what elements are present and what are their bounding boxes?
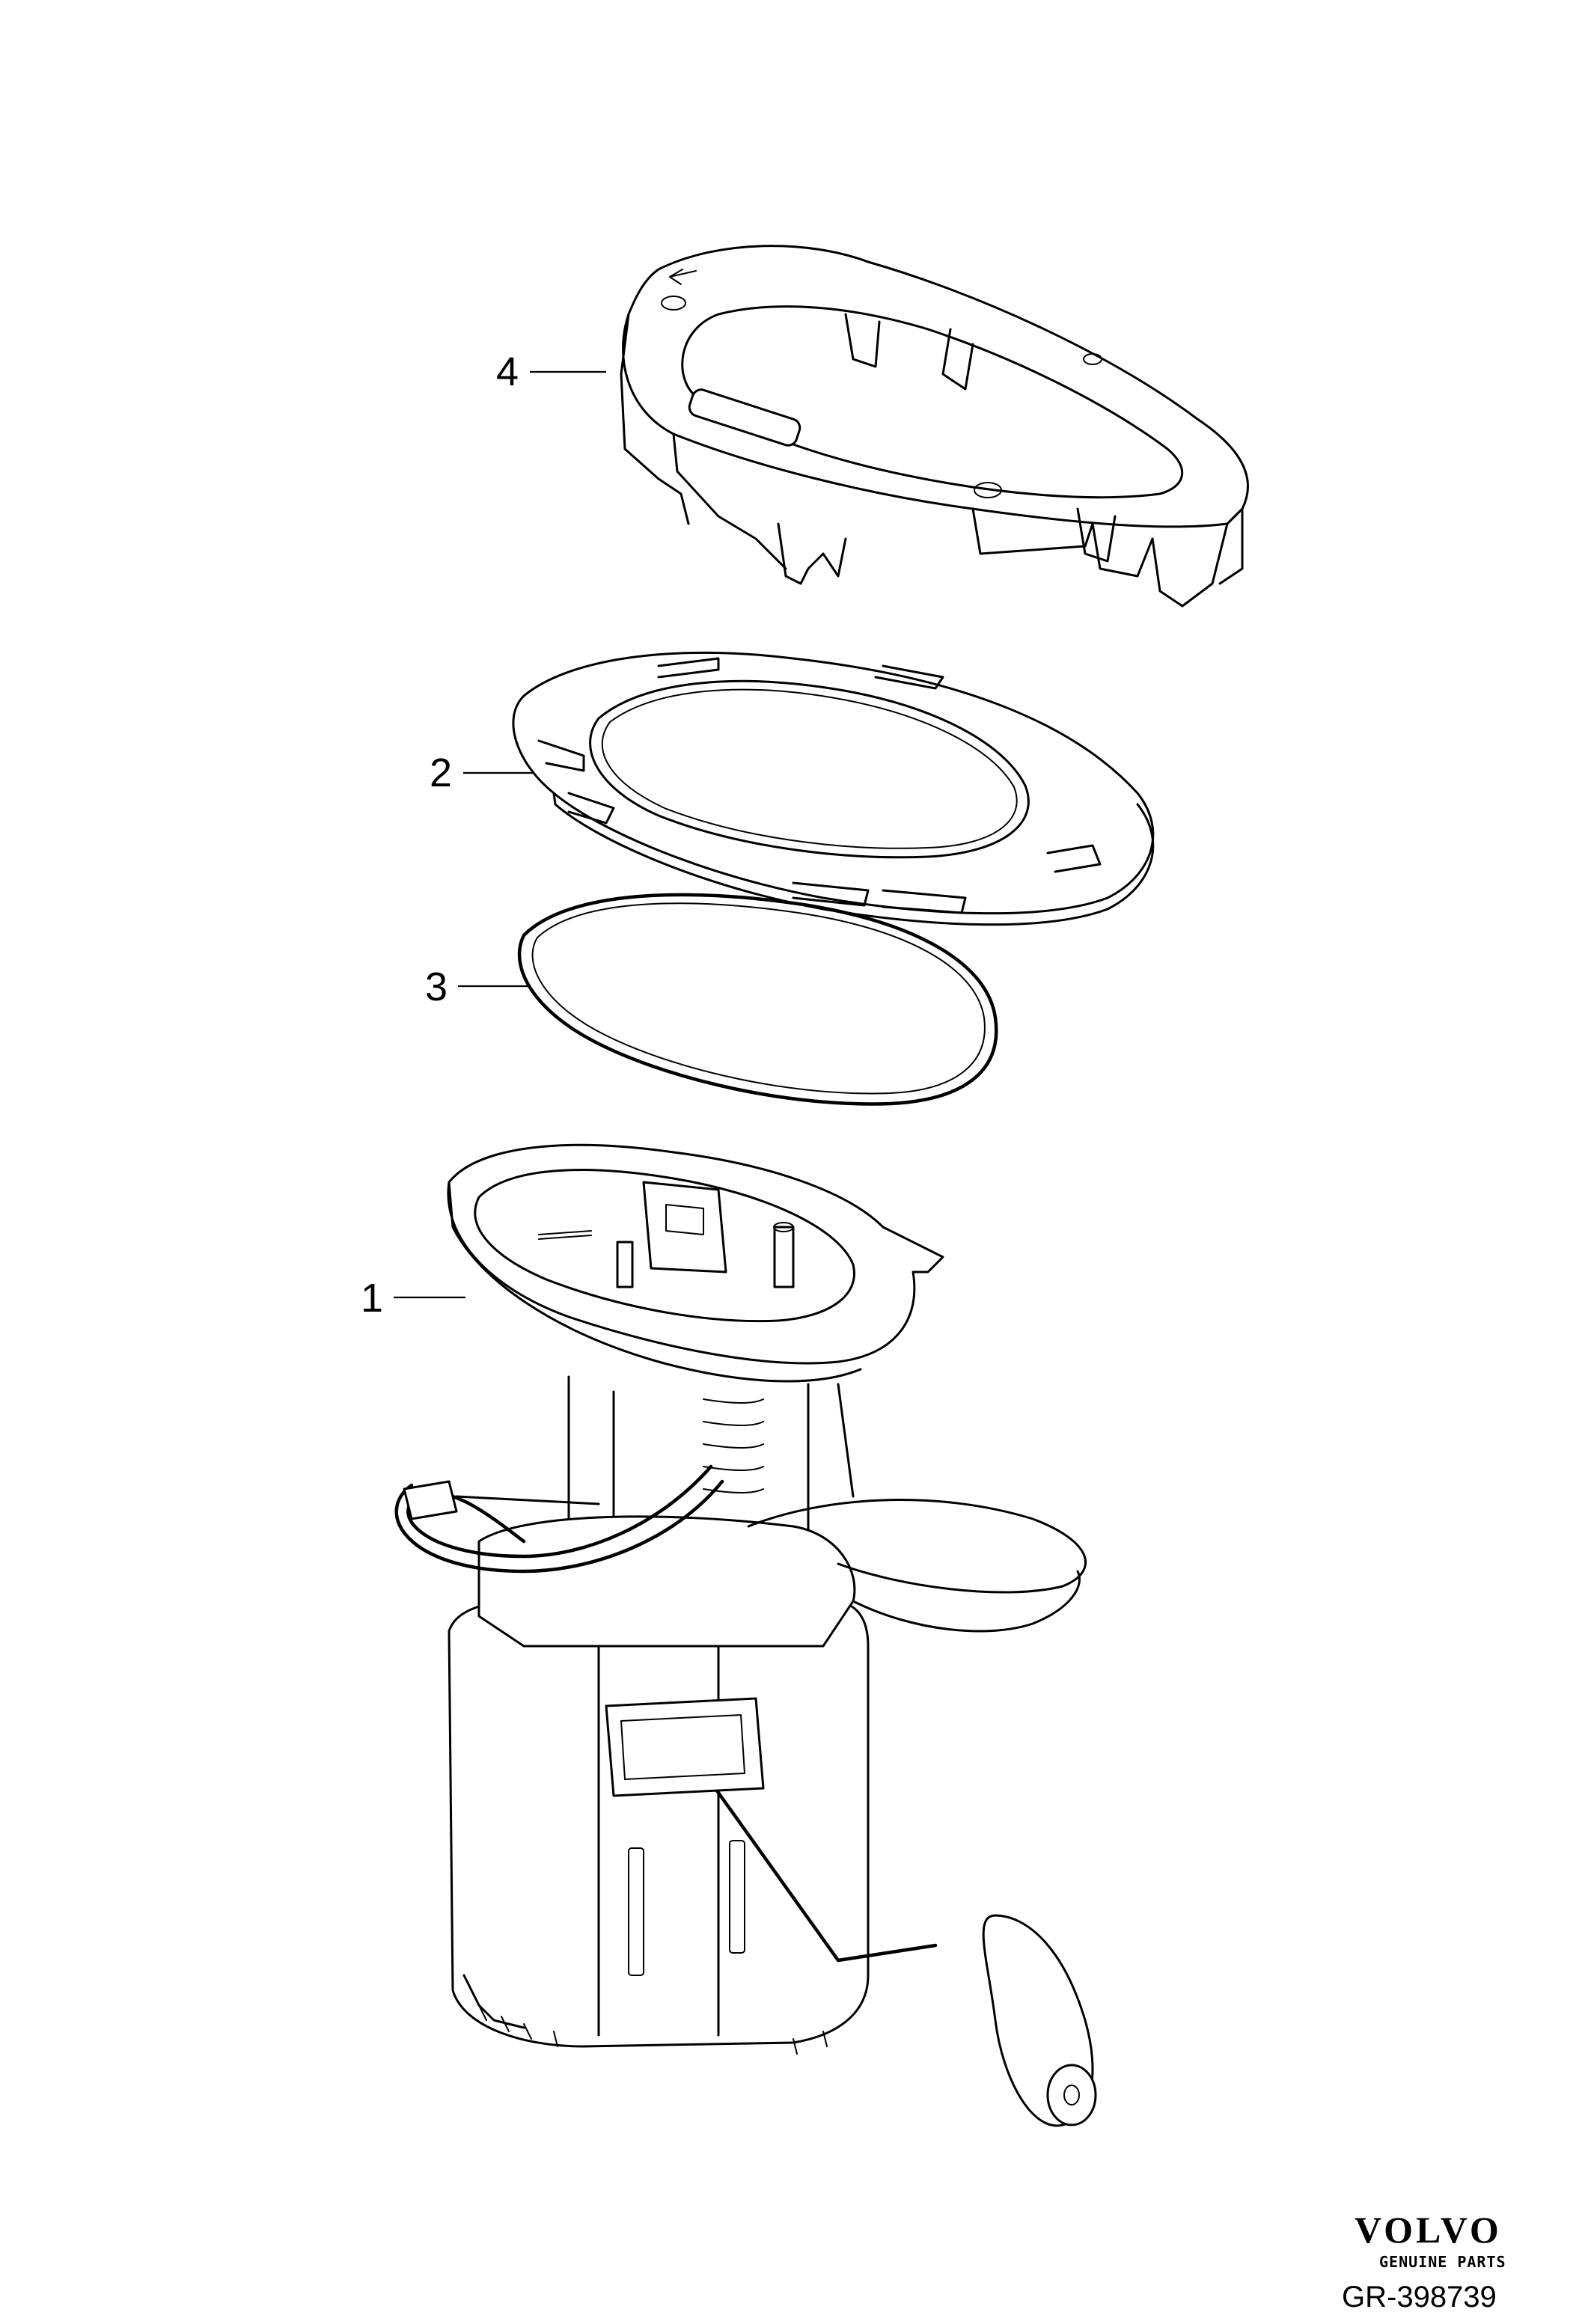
callout-number-4: 4 (496, 349, 519, 394)
callout-number-1: 1 (361, 1276, 383, 1321)
brand-block: VOLVO GENUINE PARTS GR-398739 (1342, 2209, 1506, 2314)
callout-number-3: 3 (425, 964, 448, 1009)
callout-1: 1 (361, 1276, 465, 1321)
callout-3: 3 (425, 964, 528, 1009)
part-4-retaining-ring[interactable] (620, 245, 1249, 608)
callout-4: 4 (496, 349, 606, 394)
brand-tagline: GENUINE PARTS (1379, 2253, 1506, 2271)
part-2-lock-ring[interactable] (512, 651, 1155, 926)
callout-2: 2 (430, 750, 533, 795)
reference-code: GR-398739 (1342, 2281, 1497, 2314)
part-3-o-ring-seal[interactable] (517, 893, 998, 1106)
brand-logo: VOLVO (1355, 2209, 1502, 2251)
callout-number-2: 2 (430, 750, 452, 795)
part-1-fuel-pump-module[interactable] (394, 1143, 1097, 2127)
